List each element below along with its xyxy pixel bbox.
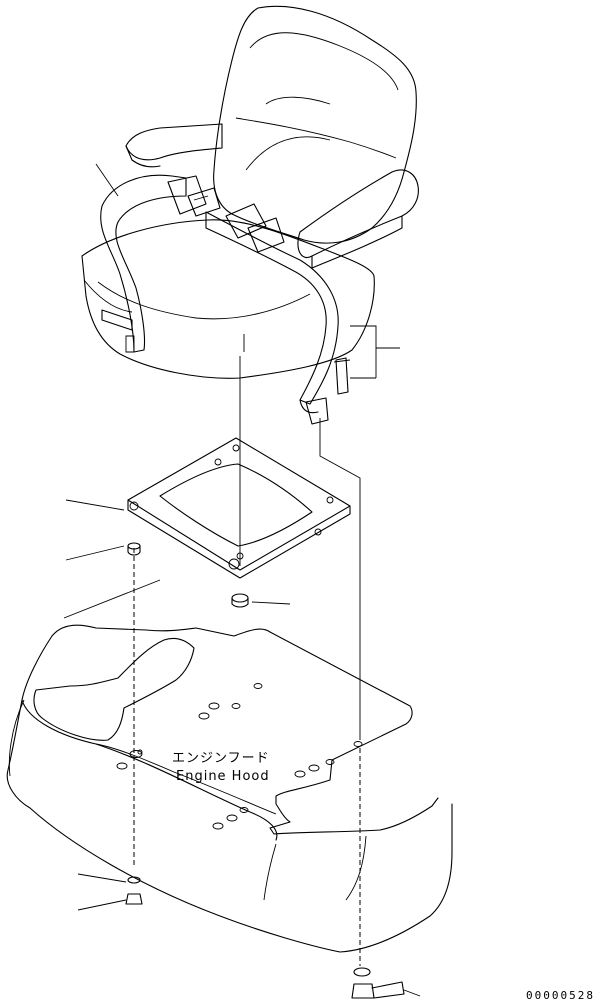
engine-hood: [6, 624, 453, 953]
alignment-lines: [133, 356, 361, 966]
seat-mounting-plate: [127, 437, 351, 579]
hood-label-japanese: エンジンフード: [172, 751, 270, 766]
leader-lines-parts: [63, 499, 421, 997]
hood-label-english: Engine Hood: [176, 769, 270, 784]
hardware-parts: [125, 542, 405, 999]
leader-lines-seat: [95, 163, 400, 379]
drawing-code: 00000528: [526, 989, 595, 1002]
operator-seat: [81, 5, 419, 425]
